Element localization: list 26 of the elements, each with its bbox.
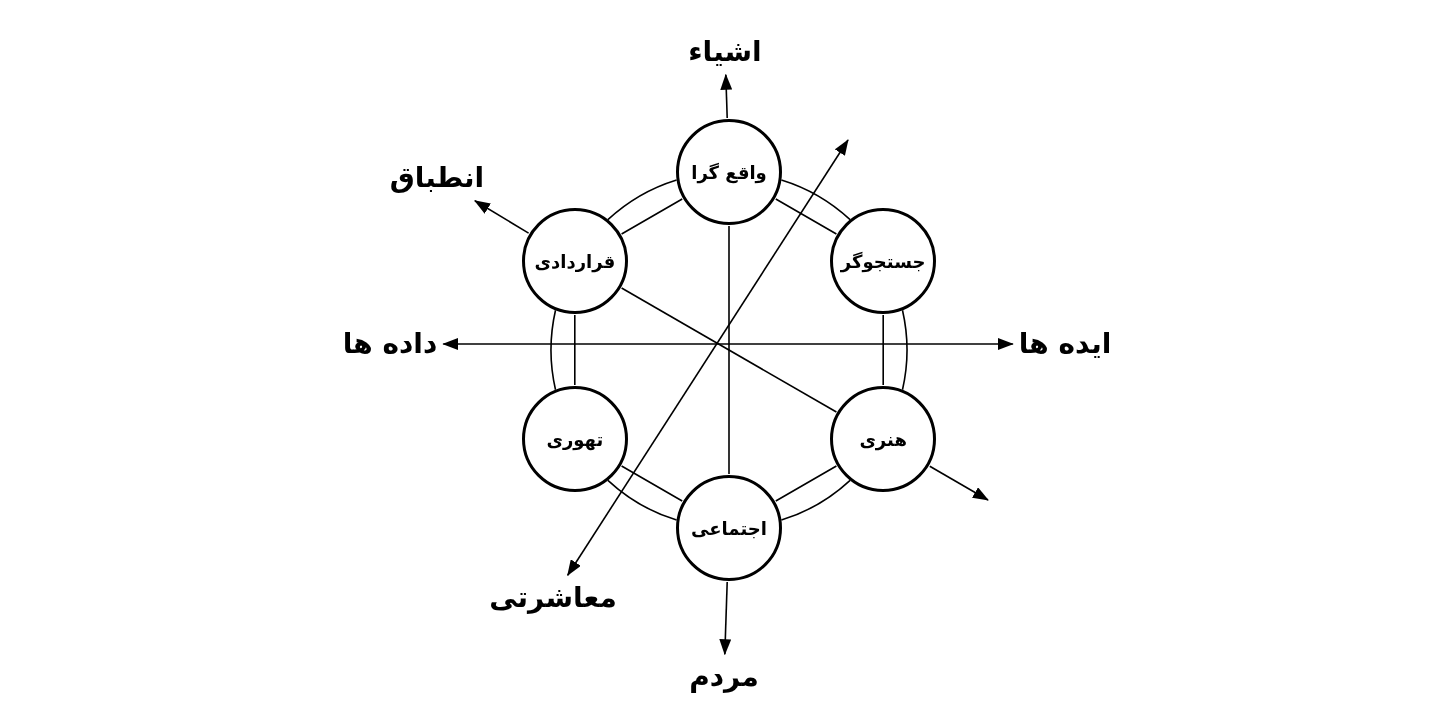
band-connector: [607, 179, 683, 235]
axis-label: داده ها: [342, 327, 438, 361]
band-connector: [550, 309, 576, 391]
axis-label: معاشرتی: [489, 581, 617, 615]
arrow: [719, 581, 732, 656]
type-circle: اجتماعی: [676, 475, 782, 581]
type-circle: جستجوگر: [830, 208, 937, 314]
band-connector: [775, 179, 851, 235]
type-circle: قراردادی: [521, 208, 628, 314]
arrow: [474, 200, 530, 234]
arrow: [720, 73, 733, 119]
band-connector: [775, 465, 851, 521]
axis-label: انطباق: [389, 161, 485, 195]
type-circle: تهوری: [521, 386, 628, 492]
axis-label: اشیاء: [688, 35, 762, 69]
arrow: [566, 139, 849, 577]
type-circle: هنری: [830, 386, 937, 492]
connector-line: [620, 287, 838, 413]
arrow: [442, 338, 1014, 350]
arrow: [929, 465, 989, 501]
connector-line: [728, 225, 730, 475]
axis-label: ایده ها: [1018, 327, 1112, 361]
type-circle: واقع گرا: [676, 119, 782, 225]
band-connector: [607, 465, 683, 521]
axis-label: مردم: [689, 660, 759, 694]
band-connector: [882, 309, 908, 391]
